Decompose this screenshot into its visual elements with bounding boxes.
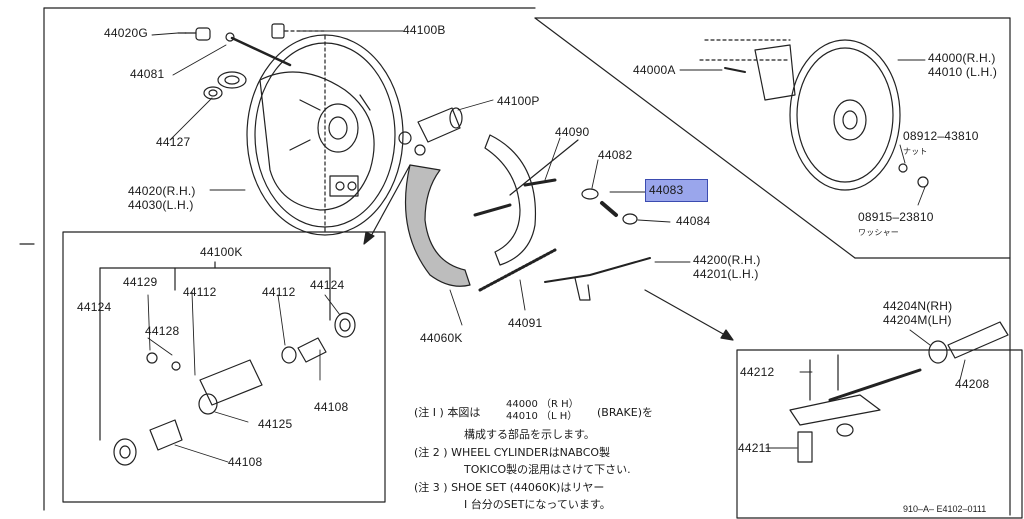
part-44204n-rh: 44204N(RH) xyxy=(883,299,953,313)
leader-lines xyxy=(147,30,966,463)
part-44212: 44212 xyxy=(740,365,775,379)
note-2-line2: TOKICO製の混用はさけて下さい. xyxy=(464,463,631,476)
parking-lever-drawing xyxy=(544,257,651,301)
part-44030-lh: 44030(L.H.) xyxy=(128,198,194,212)
part-44060k: 44060K xyxy=(420,331,463,345)
part-44100b: 44100B xyxy=(403,23,446,37)
part-44090: 44090 xyxy=(555,125,590,139)
note-1-rh: 44000 （R H） xyxy=(506,399,579,410)
note-1-line2: 構成する部品を示します。 xyxy=(464,428,595,441)
part-44000a: 44000A xyxy=(633,63,676,77)
part-08912-note: ナット xyxy=(903,147,928,156)
hold-down-parts xyxy=(581,188,638,225)
part-44129: 44129 xyxy=(123,275,158,289)
frame-lines xyxy=(19,7,1011,516)
part-44124-left: 44124 xyxy=(77,300,112,314)
drum-assembly-drawing xyxy=(699,39,929,191)
part-44000-rh: 44000(R.H.) xyxy=(928,51,996,65)
note-1-lh: 44010 （L H） xyxy=(506,411,578,422)
part-44204m-lh: 44204M(LH) xyxy=(883,313,952,327)
wheel-cylinder-drawing xyxy=(398,107,463,156)
part-44127: 44127 xyxy=(156,135,191,149)
part-44200-rh: 44200(R.H.) xyxy=(693,253,761,267)
part-44208: 44208 xyxy=(955,377,990,391)
detail-box-left xyxy=(62,231,386,503)
part-44082: 44082 xyxy=(598,148,633,162)
part-08912-43810: 08912–43810 xyxy=(903,129,979,143)
part-44211: 44211 xyxy=(738,441,772,455)
part-44108-right: 44108 xyxy=(314,400,349,414)
detail-box-right xyxy=(736,321,1023,519)
part-44084: 44084 xyxy=(676,214,711,228)
part-44128: 44128 xyxy=(145,324,180,338)
brake-shoes-drawing xyxy=(404,134,579,292)
backing-plate-drawing xyxy=(246,34,404,236)
note-3-line2: I 台分のSETになっています。 xyxy=(464,498,611,511)
part-44020-rh: 44020(R.H.) xyxy=(128,184,196,198)
note-3-line1: (注 3 ) SHOE SET (44060K)はリヤー xyxy=(414,481,605,494)
part-44010-lh: 44010 (L.H.) xyxy=(928,65,998,79)
part-44108-bottom: 44108 xyxy=(228,455,263,469)
part-08915-23810: 08915–23810 xyxy=(858,210,934,224)
part-44100k: 44100K xyxy=(200,245,243,259)
note-2-line1: (注 2 ) WHEEL CYLINDERはNABCO製 xyxy=(414,446,611,459)
part-44112-left: 44112 xyxy=(183,285,217,299)
part-08915-note: ワッシャー xyxy=(858,228,899,237)
note-1-brake: (BRAKE)を xyxy=(597,406,654,419)
diagram-code: 910–A– E4102–0111 xyxy=(903,504,987,514)
part-44091: 44091 xyxy=(508,316,543,330)
part-44112-right: 44112 xyxy=(262,285,296,299)
part-44020g: 44020G xyxy=(104,26,148,40)
part-44083-highlighted[interactable]: 44083 xyxy=(645,179,708,202)
note-1-intro: (注 I ) 本図は xyxy=(414,406,481,419)
part-44124-right: 44124 xyxy=(310,278,345,292)
arrows xyxy=(363,164,734,341)
part-44100p: 44100P xyxy=(497,94,540,108)
part-44201-lh: 44201(L.H.) xyxy=(693,267,759,281)
part-44125: 44125 xyxy=(258,417,293,431)
small-parts-top-left xyxy=(177,23,326,100)
part-44081: 44081 xyxy=(130,67,165,81)
